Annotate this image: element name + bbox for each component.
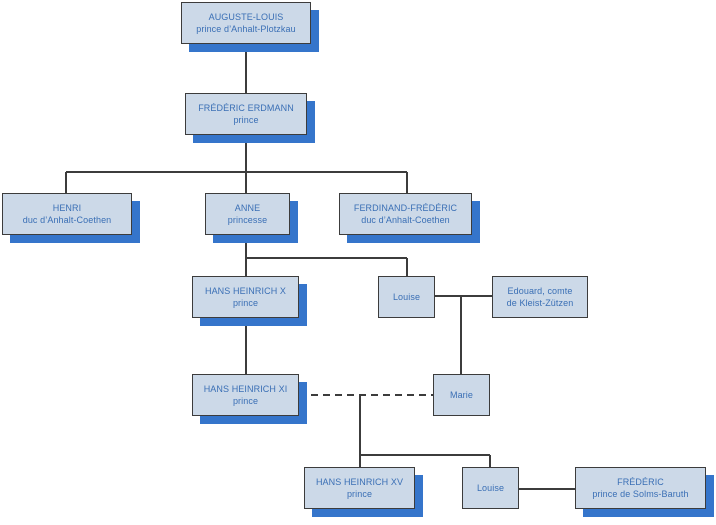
node-subtitle: princesse xyxy=(227,215,268,225)
node-title: FRÉDÉRIC ERDMANN xyxy=(198,103,294,113)
node-title: Louise xyxy=(392,292,421,302)
node-subtitle: prince de Solms-Baruth xyxy=(592,489,689,499)
node-ferdinand-frederic[interactable]: FERDINAND-FRÉDÉRIC duc d’Anhalt-Coethen xyxy=(339,193,472,235)
node-louise-1[interactable]: Louise xyxy=(378,276,435,318)
node-subtitle: duc d’Anhalt-Coethen xyxy=(22,215,112,225)
node-title: HENRI xyxy=(52,203,82,213)
node-frederic-solms[interactable]: FRÉDÉRIC prince de Solms-Baruth xyxy=(575,467,706,509)
node-title: Marie xyxy=(449,390,473,400)
node-subtitle: prince d’Anhalt-Plotzkau xyxy=(196,24,296,34)
node-hans-heinrich-xv[interactable]: HANS HEINRICH XV prince xyxy=(304,467,415,509)
node-title: HANS HEINRICH XV xyxy=(315,477,404,487)
node-hans-heinrich-x[interactable]: HANS HEINRICH X prince xyxy=(192,276,299,318)
node-edouard[interactable]: Edouard, comte de Kleist-Zützen xyxy=(492,276,588,318)
node-subtitle: prince xyxy=(233,115,259,125)
node-louise-2[interactable]: Louise xyxy=(462,467,519,509)
node-auguste-louis[interactable]: AUGUSTE-LOUIS prince d’Anhalt-Plotzkau xyxy=(181,2,311,44)
node-title: Louise xyxy=(476,483,505,493)
node-title: ANNE xyxy=(234,203,261,213)
node-subtitle: prince xyxy=(346,489,373,499)
node-title: FERDINAND-FRÉDÉRIC xyxy=(353,203,458,213)
node-subtitle: prince xyxy=(232,396,259,406)
node-frederic-erdmann[interactable]: FRÉDÉRIC ERDMANN prince xyxy=(185,93,307,135)
node-title: AUGUSTE-LOUIS xyxy=(208,12,284,22)
node-subtitle: de Kleist-Zützen xyxy=(506,298,574,308)
node-title: HANS HEINRICH X xyxy=(204,286,286,296)
node-marie[interactable]: Marie xyxy=(433,374,490,416)
node-anne[interactable]: ANNE princesse xyxy=(205,193,290,235)
node-title: Edouard, comte xyxy=(507,286,573,296)
node-title: HANS HEINRICH XI xyxy=(203,384,288,394)
node-subtitle: prince xyxy=(232,298,259,308)
node-title: FRÉDÉRIC xyxy=(617,477,664,487)
node-hans-heinrich-xi[interactable]: HANS HEINRICH XI prince xyxy=(192,374,299,416)
node-subtitle: duc d’Anhalt-Coethen xyxy=(361,215,450,225)
node-henri[interactable]: HENRI duc d’Anhalt-Coethen xyxy=(2,193,132,235)
